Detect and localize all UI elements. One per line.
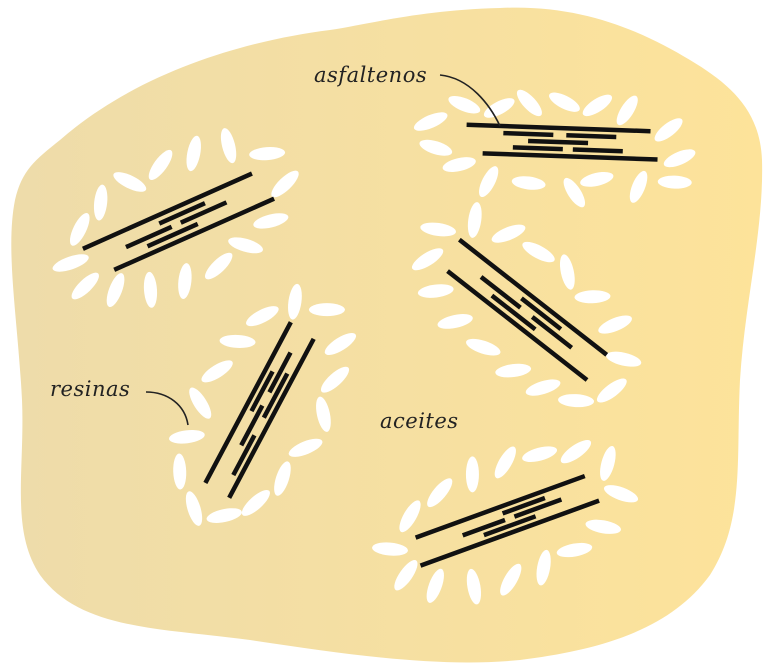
label-resins: resinas <box>50 377 130 401</box>
oil-matrix-blob <box>11 8 762 663</box>
label-oils: aceites <box>380 409 459 433</box>
label-asphaltenes: asfaltenos <box>314 63 427 87</box>
